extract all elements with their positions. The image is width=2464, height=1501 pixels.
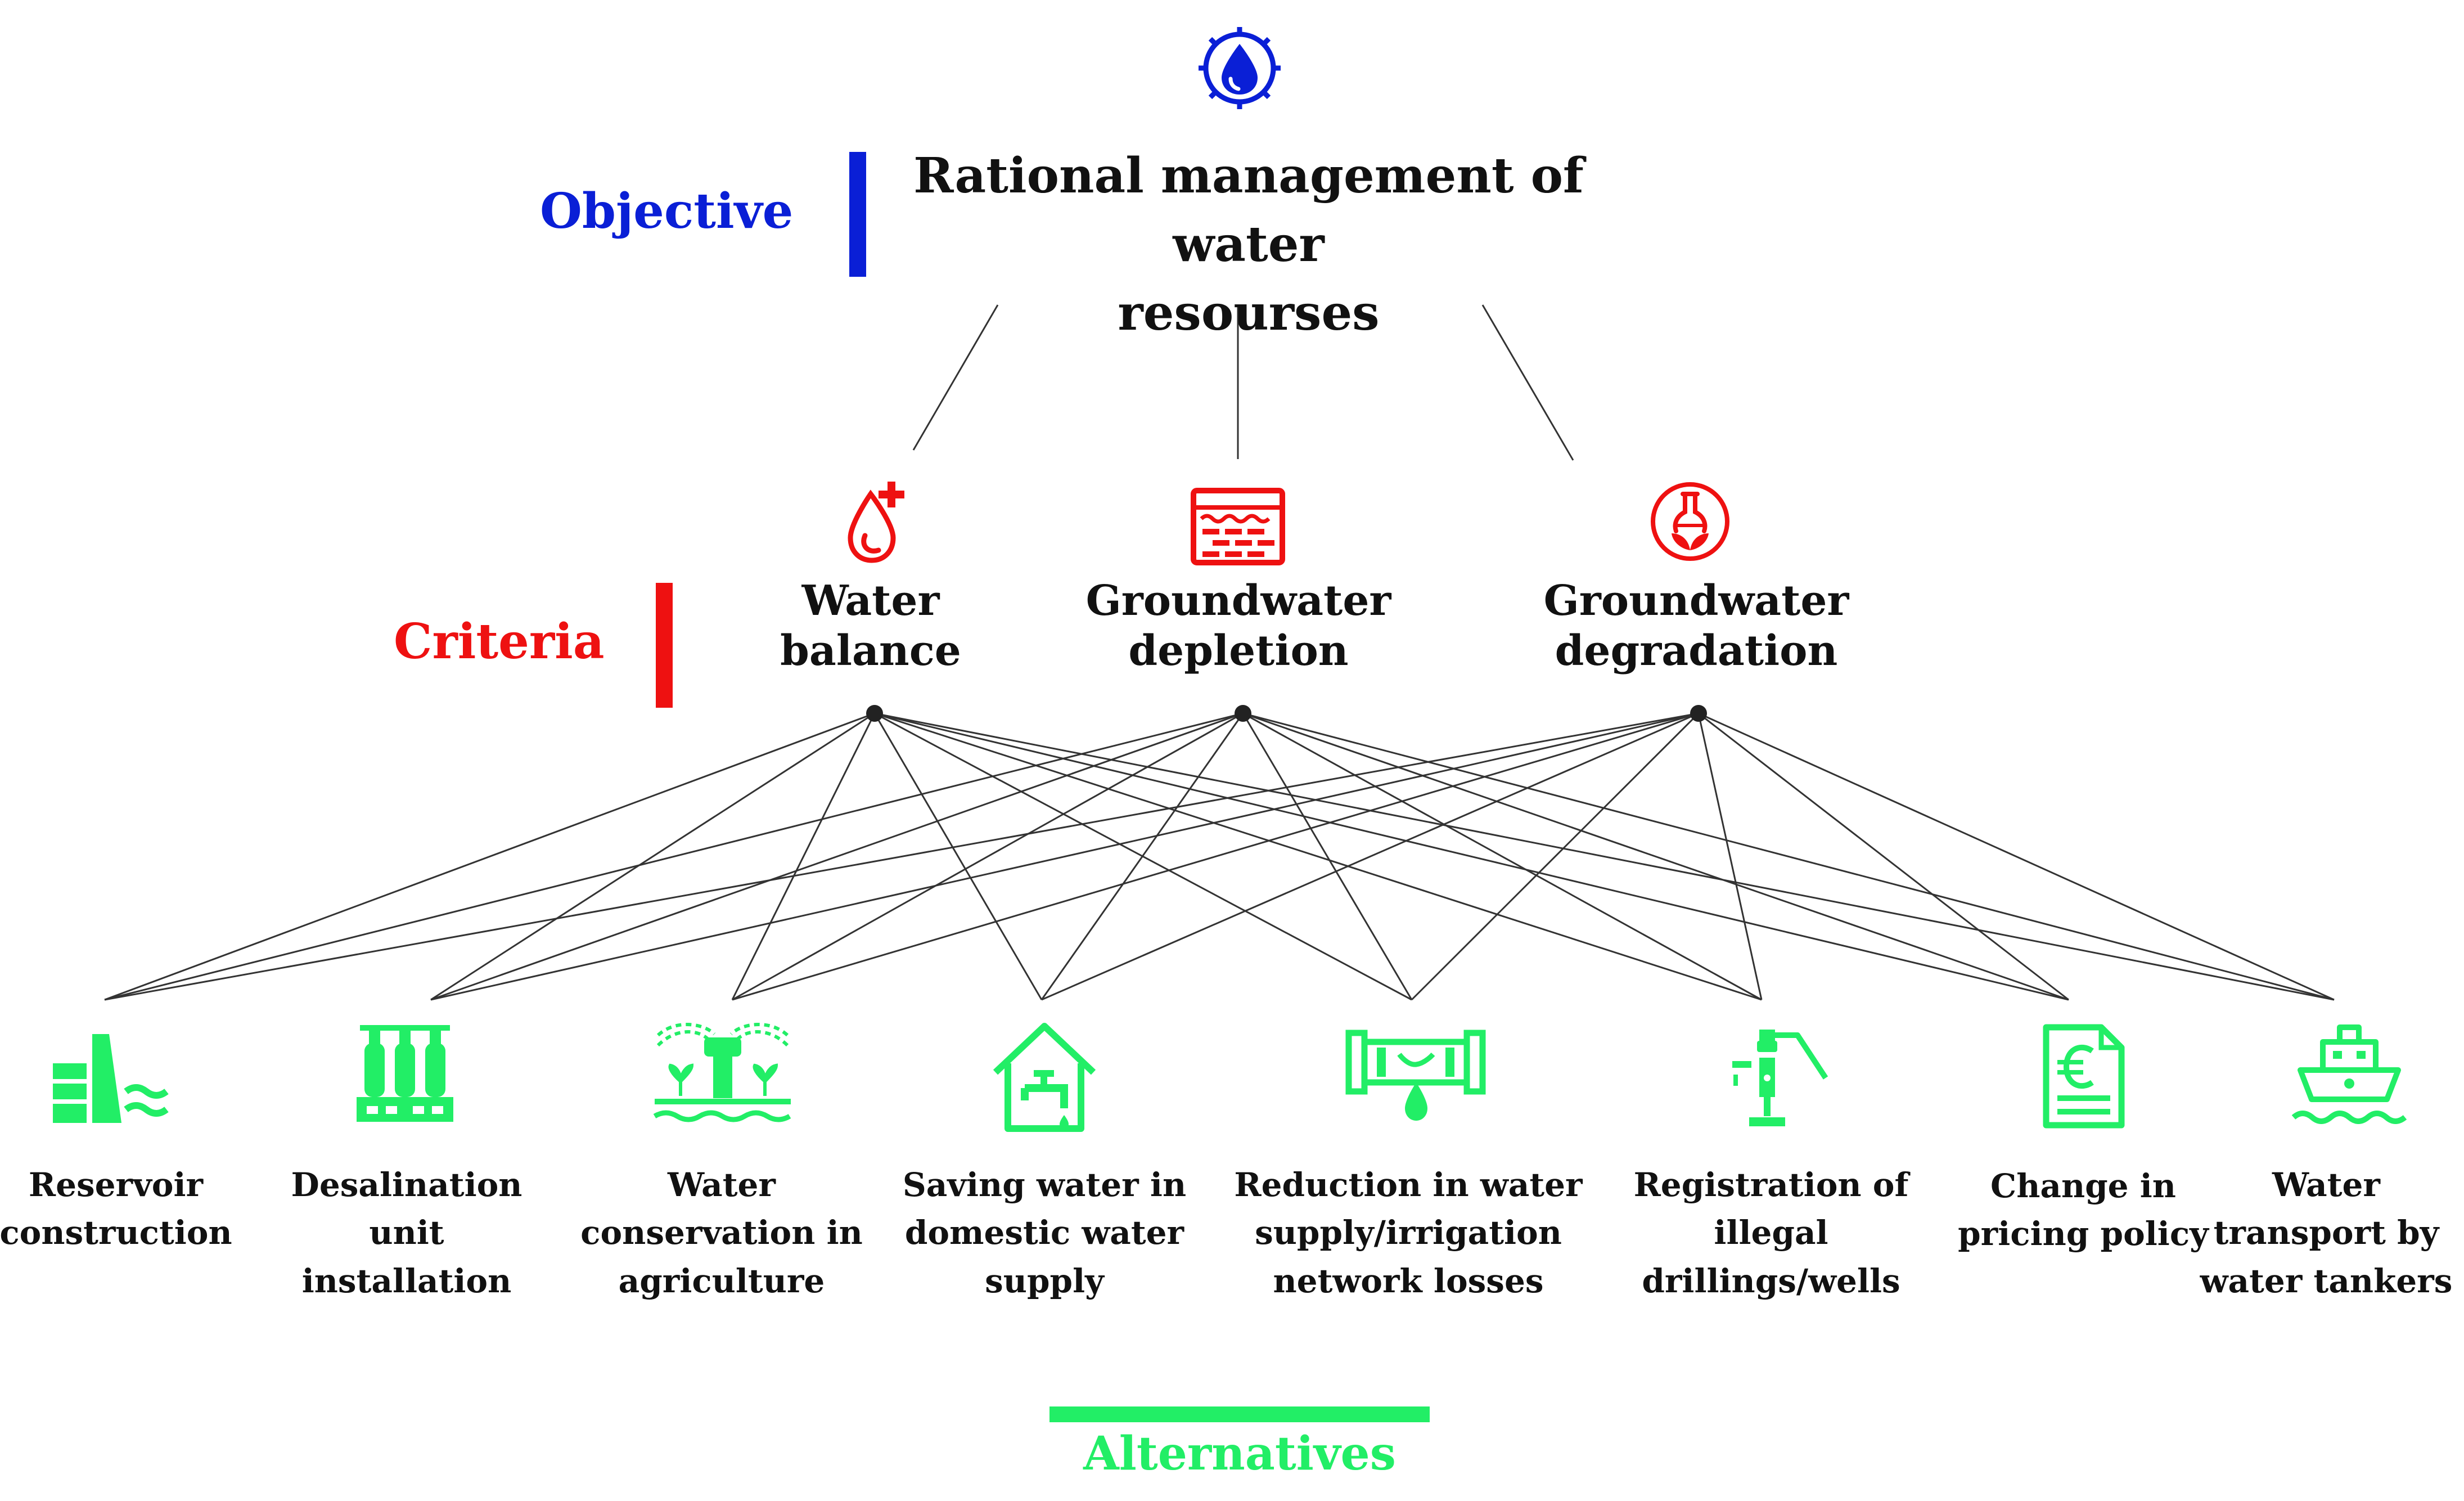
link-criterion-3-alternative-6 (1697, 713, 1763, 1000)
criterion-1-line-1: Water (801, 577, 940, 625)
alternative-label-7: Change in pricing policy (1937, 1162, 2229, 1259)
criterion-1-line-2: balance (780, 626, 961, 675)
link-criterion-2-alternative-6 (1242, 712, 1762, 1001)
alternative-4-line-1: Saving water in (902, 1166, 1187, 1204)
alternative-8-line-2: transport by (2213, 1214, 2439, 1252)
link-criterion-1-alternative-4 (873, 713, 1043, 1000)
alternatives-level-label: Alternatives (1083, 1427, 1396, 1481)
link-criterion-2-alternative-3 (732, 712, 1244, 1001)
link-criterion-1-alternative-7 (874, 712, 2069, 1001)
link-criterion-2-alternative-7 (1242, 712, 2069, 1001)
criterion-3-line-1: Groundwater (1543, 577, 1849, 625)
criterion-node-3 (1690, 705, 1707, 722)
objective-link-3 (1481, 304, 1574, 461)
alternative-6-line-3: drillings/wells (1642, 1261, 1900, 1300)
alternative-label-5: Reduction in water supply/irrigation net… (1217, 1161, 1600, 1305)
sprinkler-irrigation-icon (653, 1023, 791, 1122)
criterion-node-2 (1235, 705, 1251, 722)
tanker-ship-icon (2291, 1024, 2407, 1124)
alternative-2-line-1: Desalination (291, 1166, 522, 1204)
alternative-label-8: Water transport by water tankers (2194, 1161, 2458, 1305)
objective-title-line-1: Rational management of water (913, 147, 1584, 273)
alternative-7-line-2: pricing policy (1958, 1215, 2209, 1253)
criterion-label-1: Water balance (691, 576, 1051, 676)
alternative-label-1: Reservoir construction (0, 1161, 262, 1257)
alternative-label-4: Saving water in domestic water supply (898, 1161, 1191, 1305)
euro-document-icon (2043, 1024, 2125, 1129)
link-criterion-2-alternative-8 (1242, 712, 2335, 1001)
alternative-label-6: Registration of illegal drillings/wells (1625, 1161, 1917, 1305)
leaking-pipe-icon (1345, 1030, 1486, 1121)
link-criterion-1-alternative-2 (430, 712, 875, 1001)
link-criterion-1-alternative-3 (731, 713, 876, 1000)
alternative-6-line-2: illegal (1714, 1214, 1828, 1252)
drilling-rig-icon (1732, 1030, 1828, 1126)
criteria-alternative-links (104, 705, 2335, 1001)
dam-icon (53, 1034, 169, 1123)
alternative-5-line-3: network losses (1273, 1261, 1544, 1300)
alternative-8-line-3: water tankers (2200, 1261, 2453, 1300)
objective-level-label: Objective (540, 183, 794, 240)
alternatives-bar (1049, 1406, 1430, 1422)
alternative-4-line-3: supply (985, 1261, 1104, 1300)
link-criterion-2-alternative-5 (1242, 713, 1413, 1000)
criterion-node-1 (866, 705, 883, 722)
objective-title: Rational management of water resourses (866, 142, 1631, 348)
alternative-6-line-1: Registration of (1633, 1166, 1909, 1204)
alternative-5-line-1: Reduction in water (1234, 1166, 1583, 1204)
alternative-3-line-2: conservation in (580, 1214, 863, 1252)
link-criterion-3-alternative-1 (104, 712, 1699, 1001)
link-criterion-3-alternative-3 (732, 712, 1699, 1001)
alternative-3-line-3: agriculture (618, 1261, 825, 1300)
objective-title-line-2: resourses (1118, 285, 1380, 342)
alternative-label-2: Desalination unit installation (260, 1161, 553, 1305)
objective-link-1 (912, 304, 999, 451)
objective-bar (849, 152, 866, 277)
criterion-2-line-2: depletion (1128, 626, 1349, 675)
link-criterion-3-alternative-2 (430, 712, 1699, 1001)
link-criterion-3-alternative-5 (1411, 712, 1700, 1001)
link-criterion-2-alternative-4 (1040, 713, 1244, 1000)
desalination-plant-icon (357, 1025, 453, 1122)
criteria-bar (656, 583, 673, 708)
aquifer-icon (1191, 488, 1285, 565)
alternative-8-line-1: Water (2272, 1166, 2380, 1204)
criterion-2-line-1: Groundwater (1085, 577, 1391, 625)
link-criterion-3-alternative-7 (1698, 712, 2069, 1001)
link-criterion-3-alternative-8 (1698, 712, 2335, 1001)
link-criterion-2-alternative-1 (104, 712, 1244, 1001)
house-faucet-icon (993, 1023, 1096, 1132)
water-drop-plus-icon (848, 482, 904, 563)
water-gear-icon (1199, 27, 1281, 109)
flask-leaf-icon (1651, 482, 1729, 561)
alternative-1-line-2: construction (0, 1214, 232, 1252)
link-criterion-1-alternative-1 (104, 712, 875, 1001)
alternative-2-line-3: installation (301, 1261, 512, 1300)
criterion-label-2: Groundwater depletion (1058, 576, 1418, 676)
alternative-1-line-1: Reservoir (28, 1166, 204, 1204)
alternative-4-line-2: domestic water (904, 1214, 1184, 1252)
alternative-3-line-1: Water (668, 1166, 776, 1204)
criterion-label-3: Groundwater degradation (1516, 576, 1876, 676)
link-criterion-1-alternative-6 (874, 712, 1762, 1001)
link-criterion-3-alternative-4 (1041, 712, 1699, 1001)
alternative-7-line-1: Change in (1990, 1167, 2176, 1205)
criteria-level-label: Criteria (394, 613, 605, 670)
link-criterion-2-alternative-2 (430, 712, 1244, 1001)
criterion-3-line-2: degradation (1555, 626, 1838, 675)
alternative-2-line-2: unit (369, 1214, 444, 1252)
link-criterion-1-alternative-8 (874, 712, 2335, 1001)
alternative-5-line-2: supply/irrigation (1255, 1214, 1562, 1252)
alternative-label-3: Water conservation in agriculture (575, 1161, 868, 1305)
